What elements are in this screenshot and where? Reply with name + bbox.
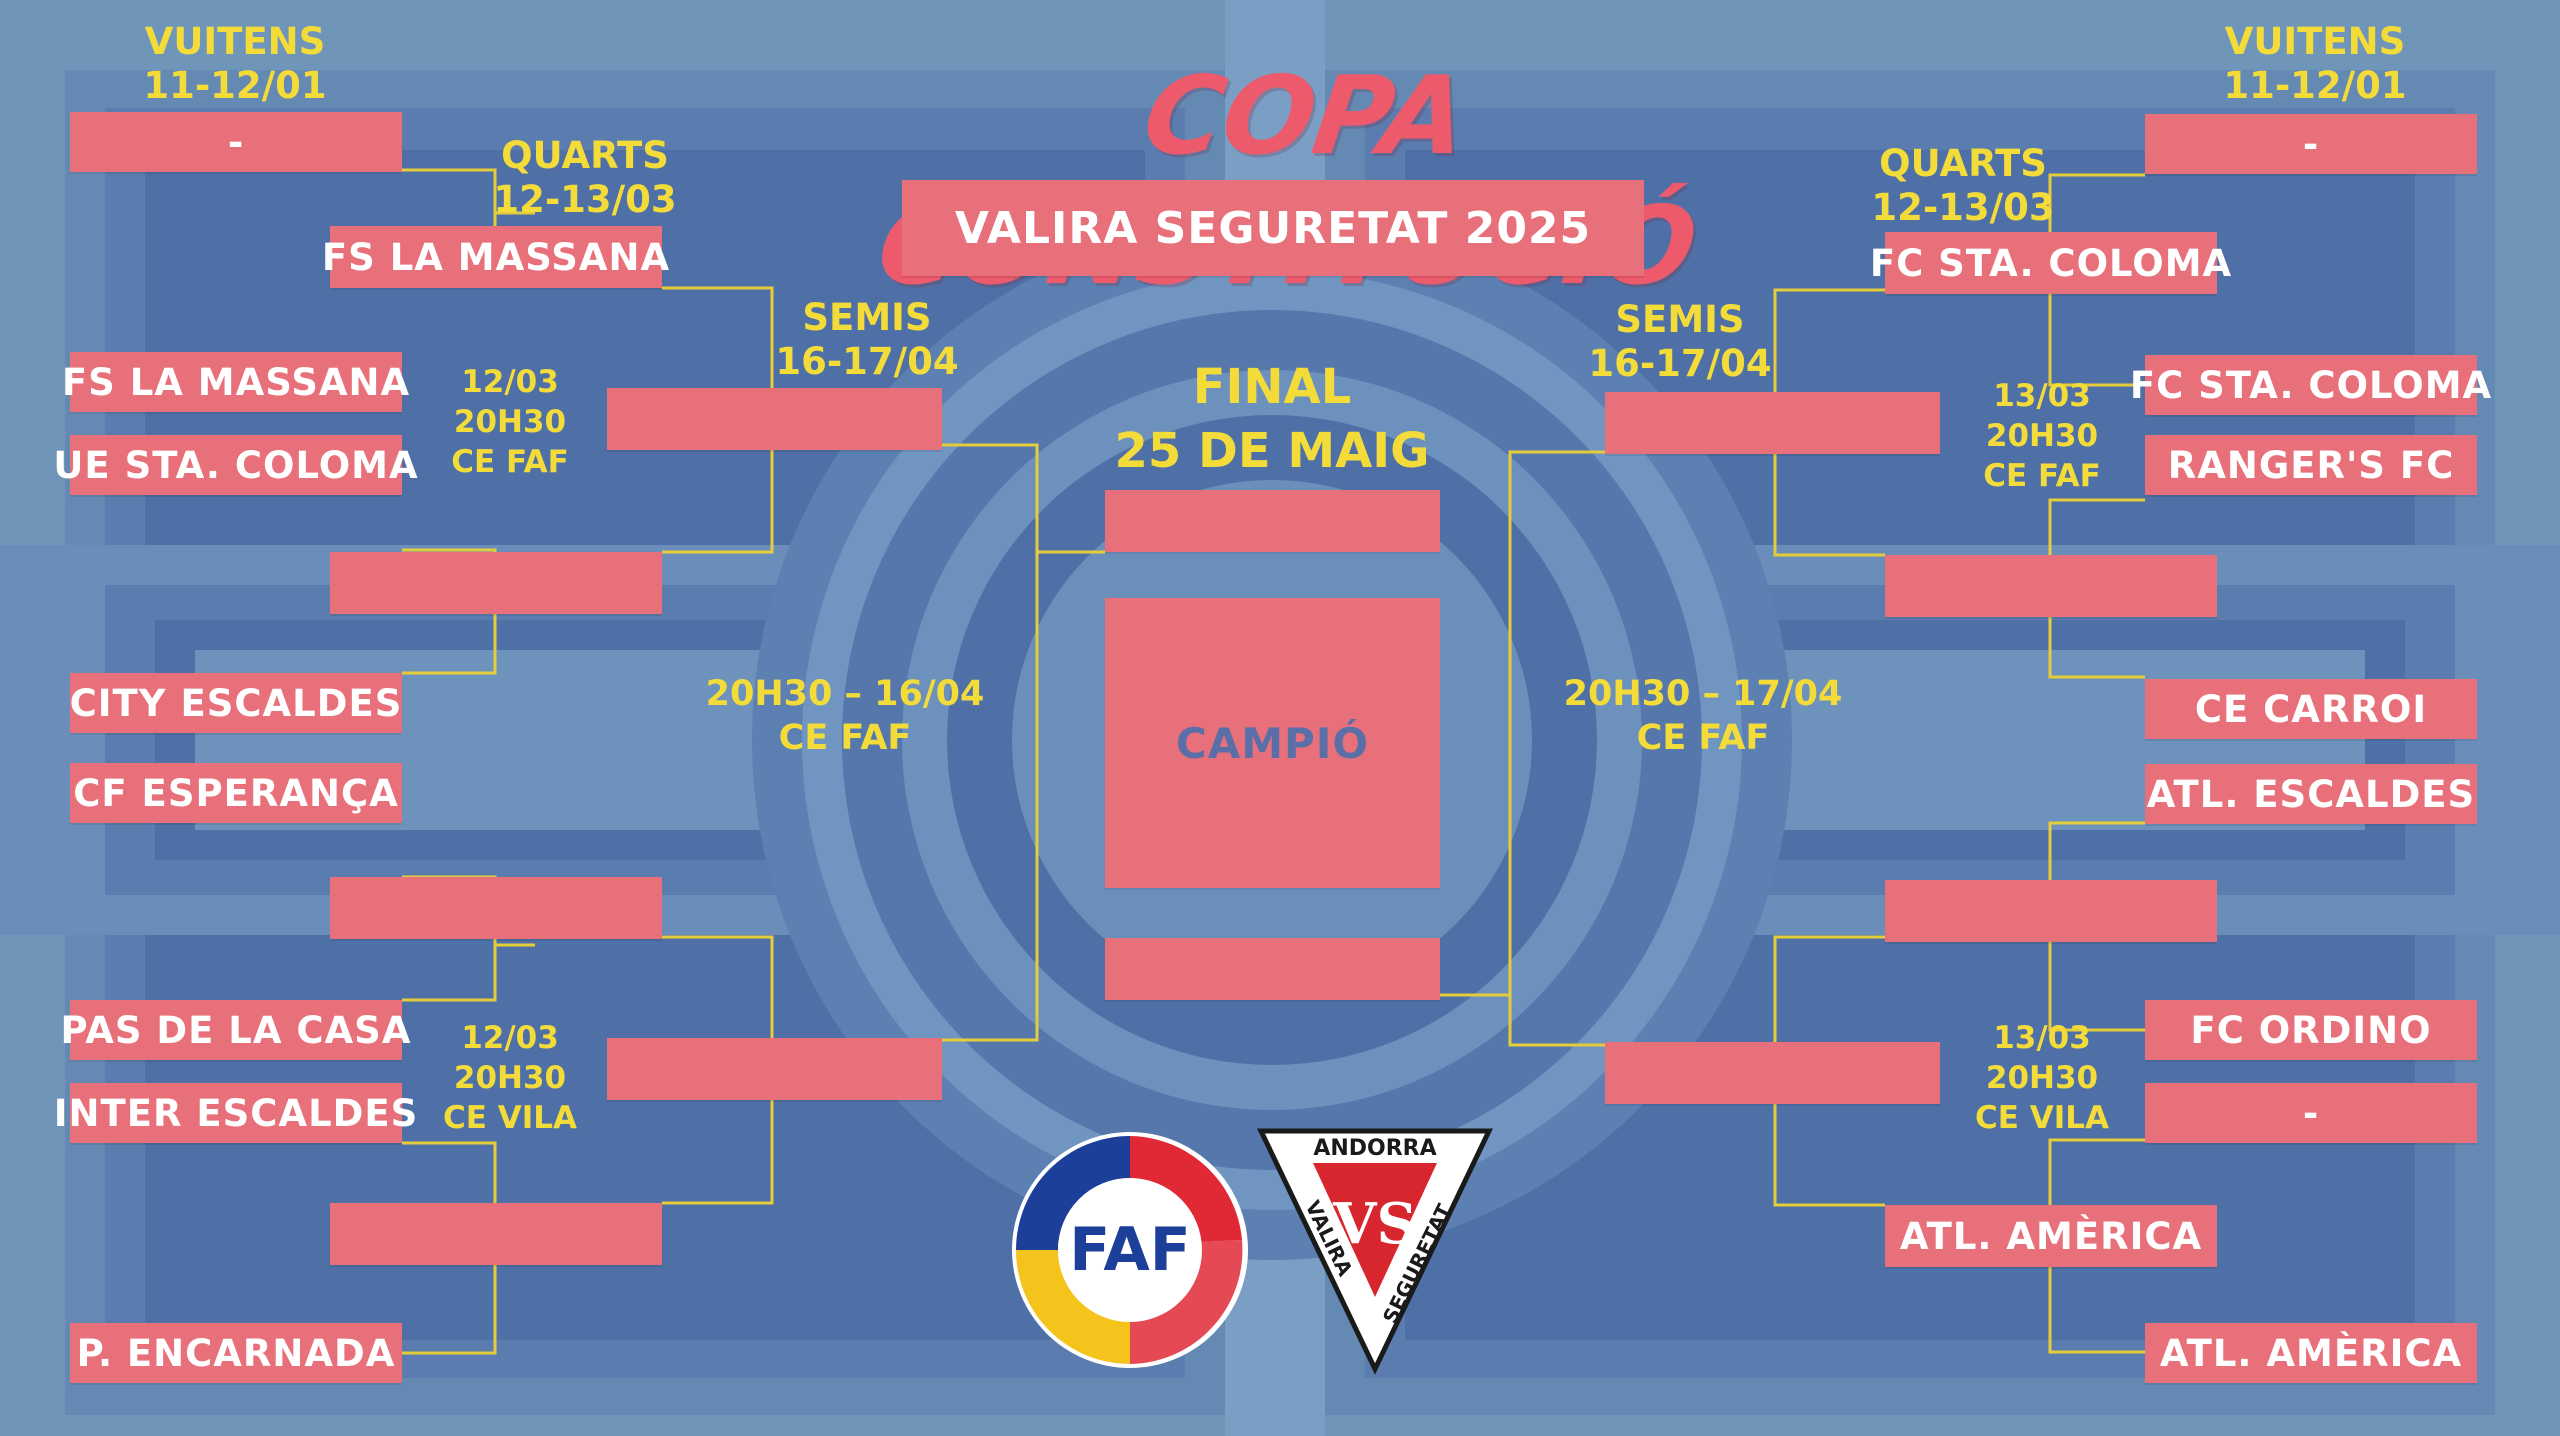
faf-emblem-icon: FAF <box>1012 1132 1248 1368</box>
right-qf-slot-4: ATL. AMÈRICA <box>1885 1205 2217 1267</box>
valira-emblem-icon: ANDORRA VALIRA SEGURETAT VS <box>1257 1128 1493 1375</box>
left-qf-slot-1: FS LA MASSANA <box>322 226 669 288</box>
right-r16-slot-4: CE CARROI <box>2145 679 2477 739</box>
valira-monogram: VS <box>1332 1191 1417 1257</box>
right-r16-slot-2: FC STA. COLOMA <box>2130 355 2491 415</box>
match-time: 20H30 <box>453 404 567 440</box>
left-sf-slot-2 <box>607 1038 942 1100</box>
faf-logo: FAF <box>1010 1130 1250 1370</box>
left-qf-info-2: 12/03 20H30 CE VILA <box>430 1018 590 1138</box>
final-slot-bottom <box>1105 938 1440 1000</box>
round-label-left-r16: VUITENS 11-12/01 <box>120 20 350 108</box>
match-date: 13/03 <box>1993 378 2091 414</box>
round-name: QUARTS <box>1879 142 2047 185</box>
left-qf-slot-2 <box>330 552 662 614</box>
right-qf-slot-2 <box>1885 555 2217 617</box>
round-label-right-qf: QUARTS 12-13/03 <box>1848 142 2078 230</box>
round-label-left-qf: QUARTS 12-13/03 <box>470 134 700 222</box>
round-name: QUARTS <box>501 134 669 177</box>
round-dates: 11-12/01 <box>143 64 327 107</box>
match-time: 20H30 <box>1985 1060 2099 1096</box>
left-sf-info: 20H30 – 16/04 CE FAF <box>690 672 1000 760</box>
match-when: 20H30 – 17/04 <box>1563 674 1843 714</box>
left-sf-slot-1 <box>607 388 942 450</box>
left-r16-slot-1: - <box>70 112 402 172</box>
right-r16-slot-8: ATL. AMÈRICA <box>2145 1323 2477 1383</box>
right-r16-slot-6: FC ORDINO <box>2145 1000 2477 1060</box>
match-time: 20H30 <box>453 1060 567 1096</box>
left-qf-info-1: 12/03 20H30 CE FAF <box>430 362 590 482</box>
final-slot-top <box>1105 490 1440 552</box>
right-qf-info-2: 13/03 20H30 CE VILA <box>1962 1018 2122 1138</box>
valira-top-text: ANDORRA <box>1313 1136 1436 1161</box>
match-date: 12/03 <box>461 364 559 400</box>
match-venue: CE VILA <box>443 1100 577 1136</box>
right-qf-slot-3 <box>1885 880 2217 942</box>
round-label-final: FINAL 25 DE MAIG <box>1072 355 1472 483</box>
right-r16-slot-7: - <box>2145 1083 2477 1143</box>
round-label-right-sf: SEMIS 16-17/04 <box>1565 298 1795 386</box>
match-date: 13/03 <box>1993 1020 2091 1056</box>
left-r16-slot-3: UE STA. COLOMA <box>53 435 418 495</box>
round-label-left-sf: SEMIS 16-17/04 <box>752 296 982 384</box>
left-r16-slot-5: CF ESPERANÇA <box>70 763 402 823</box>
subtitle-banner: VALIRA SEGURETAT 2025 <box>902 180 1644 276</box>
right-qf-info-1: 13/03 20H30 CE FAF <box>1962 376 2122 496</box>
match-time: 20H30 <box>1985 418 2099 454</box>
round-dates: 12-13/03 <box>493 178 677 221</box>
right-r16-slot-1: - <box>2145 114 2477 174</box>
left-qf-slot-4 <box>330 1203 662 1265</box>
match-venue: CE VILA <box>1975 1100 2109 1136</box>
round-dates: 16-17/04 <box>1588 342 1772 385</box>
round-dates: 16-17/04 <box>775 340 959 383</box>
right-r16-slot-3: RANGER'S FC <box>2145 435 2477 495</box>
match-venue: CE FAF <box>778 718 912 758</box>
left-r16-slot-2: FS LA MASSANA <box>62 352 409 412</box>
left-r16-slot-8: P. ENCARNADA <box>70 1323 402 1383</box>
round-label-right-r16: VUITENS 11-12/01 <box>2200 20 2430 108</box>
right-sf-slot-2 <box>1605 1042 1940 1104</box>
match-when: 20H30 – 16/04 <box>705 674 985 714</box>
round-name: SEMIS <box>802 296 932 339</box>
left-r16-slot-4: CITY ESCALDES <box>70 673 402 733</box>
left-r16-slot-7: INTER ESCALDES <box>54 1083 417 1143</box>
champion-box: CAMPIÓ <box>1105 598 1440 888</box>
valira-seguretat-logo: ANDORRA VALIRA SEGURETAT VS <box>1255 1125 1495 1375</box>
match-venue: CE FAF <box>451 444 569 480</box>
round-dates: 25 DE MAIG <box>1114 423 1430 479</box>
match-date: 12/03 <box>461 1020 559 1056</box>
left-qf-slot-3 <box>330 877 662 939</box>
round-name: FINAL <box>1192 359 1352 415</box>
page-title: COPA CONSTITUCIÓ <box>871 54 1703 309</box>
left-r16-slot-6: PAS DE LA CASA <box>61 1000 410 1060</box>
round-name: SEMIS <box>1615 298 1745 341</box>
match-venue: CE FAF <box>1636 718 1770 758</box>
round-name: VUITENS <box>144 20 326 63</box>
match-venue: CE FAF <box>1983 458 2101 494</box>
right-r16-slot-5: ATL. ESCALDES <box>2145 764 2477 824</box>
round-dates: 12-13/03 <box>1871 186 2055 229</box>
right-qf-slot-1: FC STA. COLOMA <box>1870 232 2231 294</box>
right-sf-info: 20H30 – 17/04 CE FAF <box>1548 672 1858 760</box>
round-name: VUITENS <box>2224 20 2406 63</box>
round-dates: 11-12/01 <box>2223 64 2407 107</box>
right-sf-slot-1 <box>1605 392 1940 454</box>
faf-logo-text: FAF <box>1069 1215 1191 1285</box>
